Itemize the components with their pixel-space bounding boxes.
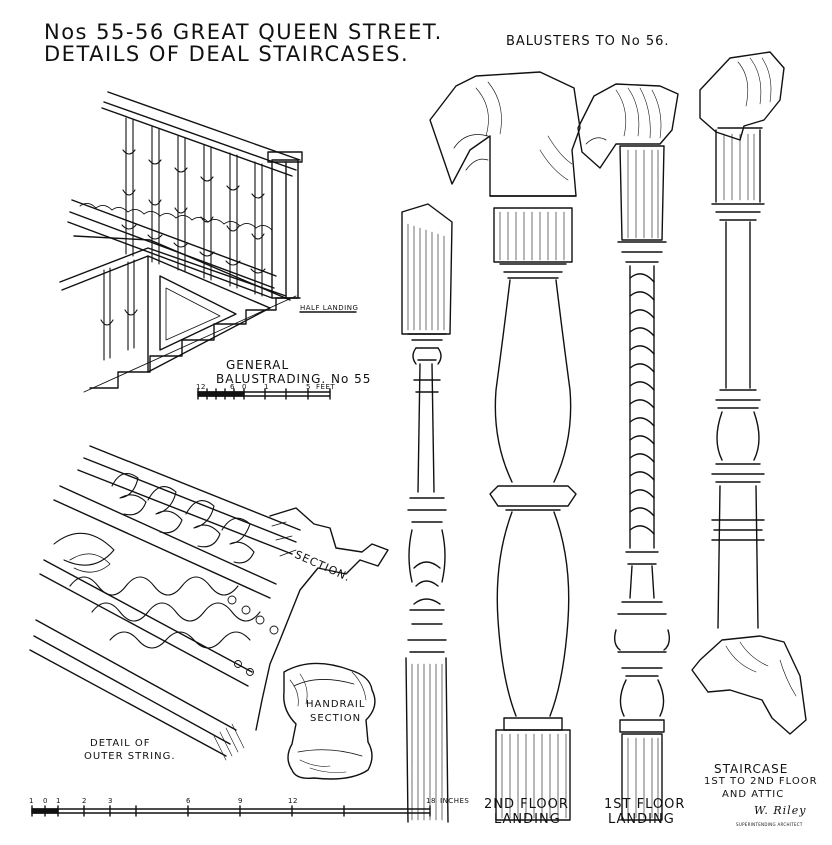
inch-tick-c: 1 [56,797,61,805]
feet-unit: FEET [316,383,336,391]
feet-tick-0: 0 [242,383,247,391]
signature: W. Riley [754,804,807,817]
inch-tick-a: 1 [29,797,34,805]
handrail-section-drawing [283,662,376,780]
second-floor-baluster-drawing [429,71,581,821]
second-floor-label-line-2: LANDING [494,812,561,827]
outer-string-detail-drawing [29,445,389,761]
staircase-label-line-2: 1ST TO 2ND FLOOR [704,776,818,787]
title-line-2: DETAILS OF DEAL STAIRCASES. [44,42,410,66]
inch-tick-f: 6 [186,797,191,805]
handrail-label-line-2: SECTION [310,713,362,724]
first-floor-label-line-2: LANDING [608,812,675,827]
general-label-line-1: GENERAL [226,358,290,372]
inch-tick-d: 2 [82,797,87,805]
title-line-1: Nos 55-56 GREAT QUEEN STREET. [44,20,443,44]
feet-tick-1: 1 [264,383,269,391]
first-floor-label-line-1: 1ST FLOOR [604,797,686,812]
outer-string-label-line-2: OUTER STRING. [84,751,176,762]
inch-tick-i: 18 [426,797,436,805]
balusters-heading: BALUSTERS TO No 56. [506,34,670,49]
general-balustrading-drawing [59,91,357,393]
outer-string-label-line-1: DETAIL OF [90,738,151,749]
feet-scale-bar [197,388,331,400]
inch-tick-g: 9 [238,797,243,805]
signature-subtitle: SUPERINTENDING ARCHITECT [736,822,803,827]
staircase-label-line-1: STAIRCASE [714,762,789,776]
staircase-label-line-3: AND ATTIC [722,789,785,800]
staircase-baluster-drawing [691,51,807,735]
carved-baluster-drawing [401,203,453,823]
first-floor-baluster-drawing [577,83,679,821]
inch-tick-e: 3 [108,797,113,805]
second-floor-label-line-1: 2ND FLOOR [484,797,569,812]
inch-tick-b: 0 [43,797,48,805]
inch-scale-bar [31,805,431,817]
feet-tick-12: 12 [196,383,206,391]
inch-unit: INCHES [440,797,470,805]
feet-tick-5: 5 [306,383,311,391]
handrail-label-line-1: HANDRAIL [306,699,366,710]
feet-tick-6: 6 [230,383,235,391]
inch-tick-h: 12 [288,797,298,805]
general-label-line-2: BALUSTRADING. No 55 [216,372,372,386]
half-landing-label: HALF LANDING [300,304,359,312]
